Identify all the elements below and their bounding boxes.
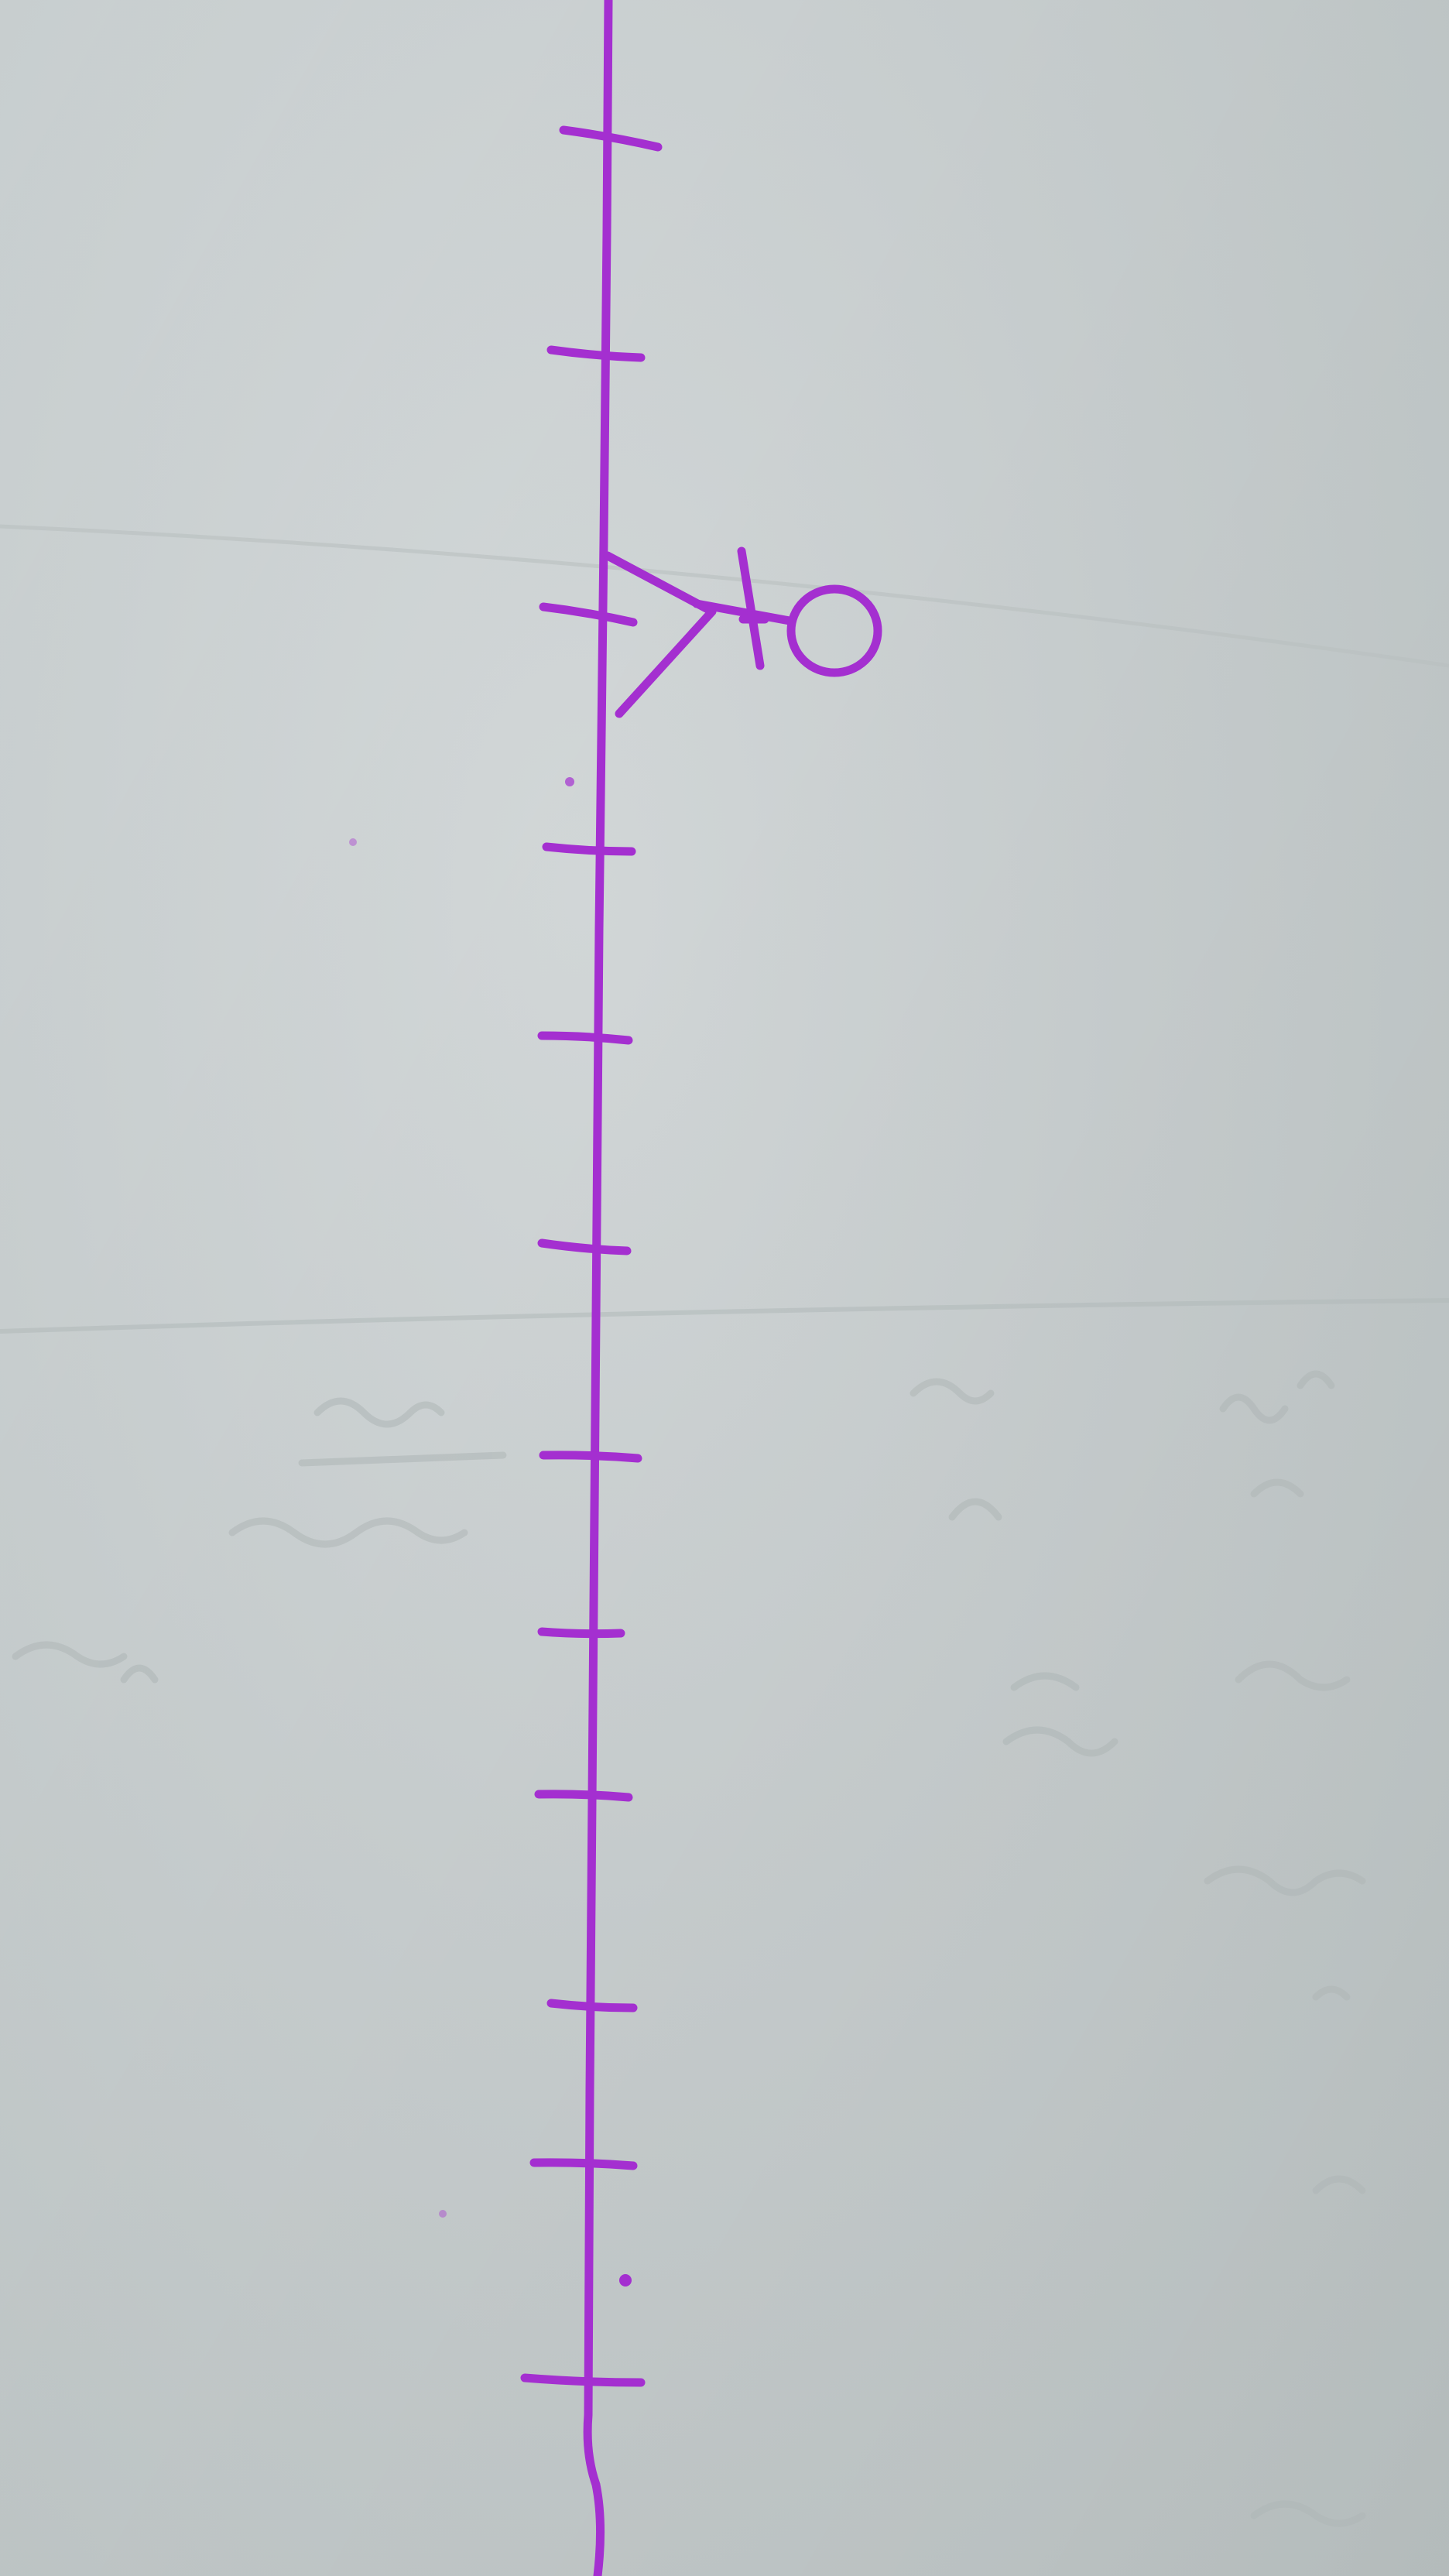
tick-mark: [529, 2158, 638, 2170]
tick-mark: [559, 125, 663, 152]
ink-dot: [349, 838, 357, 846]
tick-mark: [546, 345, 646, 362]
number-line-axis: [583, 0, 613, 2576]
tick-mark: [546, 1999, 638, 2012]
tick-mark: [520, 2373, 646, 2387]
ink-dot: [619, 2274, 632, 2287]
paper-fold-line: [0, 524, 1449, 668]
stick-figure-icon: [603, 546, 882, 718]
show-through-marks: [12, 1370, 1366, 2527]
tick-mark: [537, 1238, 632, 1255]
tick-mark: [539, 602, 638, 627]
paper-edge-line: [0, 1298, 1449, 1334]
tick-mark: [537, 1031, 633, 1045]
stick-figure-legs: [603, 551, 717, 718]
tick-mark: [537, 1627, 625, 1639]
stick-figure-arms: [737, 546, 765, 670]
stick-figure-head: [786, 584, 882, 677]
tick-mark: [539, 1451, 642, 1463]
tick-mark: [542, 842, 636, 856]
tick-mark: [534, 1790, 633, 1802]
tick-marks: [520, 125, 663, 2387]
stick-figure-body: [692, 599, 794, 625]
ink-dot: [565, 777, 574, 786]
ink-dot: [439, 2210, 447, 2218]
